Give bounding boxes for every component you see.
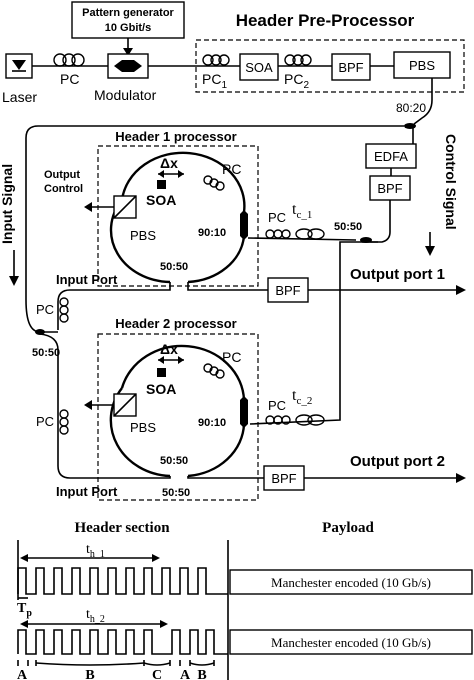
svg-text:PC: PC xyxy=(222,349,241,365)
header1-pbs: PBS xyxy=(113,195,156,243)
header2-dashed-box xyxy=(97,333,259,501)
svg-text:PC: PC xyxy=(268,210,286,225)
svg-text:BPF: BPF xyxy=(275,283,300,298)
control-ratio-50-50: 50:50 xyxy=(334,221,362,233)
input-signal-label: Input Signal xyxy=(0,164,15,244)
mark-b-1: B xyxy=(85,668,94,680)
header1-pc: PC xyxy=(203,161,241,191)
output-port-2-label: Output port 2 xyxy=(350,453,445,470)
header2-delta-x: Δx xyxy=(160,341,178,357)
header2-ratio-50-50: 50:50 xyxy=(162,487,190,499)
svg-text:Pattern generator: Pattern generator xyxy=(82,7,174,19)
ratio-80-20: 80:20 xyxy=(396,101,426,115)
header1-soa-chip xyxy=(157,180,166,189)
coupler-80-20 xyxy=(404,123,416,129)
header-section-label: Header section xyxy=(74,520,170,536)
header1-ratio-50-50: 50:50 xyxy=(160,261,188,273)
header2-pc: PC xyxy=(203,349,241,379)
svg-text:th_1: th_1 xyxy=(86,542,105,560)
svg-text:th_2: th_2 xyxy=(86,607,105,625)
header-preprocessor-title: Header Pre-Processor xyxy=(236,11,415,30)
payload-label: Payload xyxy=(322,520,374,536)
laser: Laser xyxy=(2,53,37,105)
header1-processor-title: Header 1 processor xyxy=(115,129,236,144)
control-signal-label: Control Signal xyxy=(443,134,459,230)
svg-text:PC: PC xyxy=(60,71,79,87)
input-port-1-label: Input Port xyxy=(56,272,118,287)
bpf-control: BPF xyxy=(369,175,411,201)
bpf-output2: BPF xyxy=(263,465,305,491)
svg-text:PC: PC xyxy=(36,414,54,429)
bpf-output1: BPF xyxy=(267,277,309,303)
input-ratio-50-50: 50:50 xyxy=(32,347,60,359)
header1-pc-tc: PC tc_1 xyxy=(265,201,325,240)
payload-box-2 xyxy=(229,629,473,655)
left-pc-lower: PC xyxy=(36,409,69,435)
pattern-generator: Pattern generator 10 Gbit/s xyxy=(71,1,185,39)
svg-text:Laser: Laser xyxy=(2,89,37,105)
pc2: PC2 xyxy=(284,54,312,91)
svg-text:BPF: BPF xyxy=(377,181,402,196)
svg-text:tc_2: tc_2 xyxy=(292,387,312,407)
svg-text:PBS: PBS xyxy=(409,58,435,73)
header1-ratio-90-10: 90:10 xyxy=(198,227,226,239)
header2-pbs: PBS xyxy=(113,393,156,435)
svg-text:PBS: PBS xyxy=(130,228,156,243)
header2-processor-title: Header 2 processor xyxy=(115,316,236,331)
header2-ratio-90-10: 90:10 xyxy=(198,417,226,429)
input-port-2-label: Input Port xyxy=(56,484,118,499)
svg-text:PC2: PC2 xyxy=(284,71,309,91)
mark-b-2: B xyxy=(197,668,206,680)
svg-text:BPF: BPF xyxy=(271,471,296,486)
mark-c: C xyxy=(152,668,162,680)
segment-brackets xyxy=(17,660,215,666)
svg-text:BPF: BPF xyxy=(338,60,363,75)
pbs-preprocessor: PBS xyxy=(393,51,451,79)
edfa: EDFA xyxy=(365,143,417,169)
svg-text:PC: PC xyxy=(36,302,54,317)
svg-text:SOA: SOA xyxy=(245,60,273,75)
svg-text:Modulator: Modulator xyxy=(94,87,157,103)
output-control-label: Output xyxy=(44,169,80,181)
pc1: PC1 xyxy=(202,54,230,91)
mark-a-2: A xyxy=(180,668,191,680)
svg-text:PBS: PBS xyxy=(130,420,156,435)
svg-text:PC: PC xyxy=(268,398,286,413)
svg-text:EDFA: EDFA xyxy=(374,149,408,164)
svg-text:PC1: PC1 xyxy=(202,71,227,91)
payload-box-1 xyxy=(229,569,473,595)
modulator: Modulator xyxy=(94,53,157,103)
svg-text:Manchester encoded (10 Gb/s): Manchester encoded (10 Gb/s) xyxy=(271,575,431,590)
header1-dashed-box xyxy=(97,145,259,287)
pc-polarization-controller-top: PC xyxy=(53,53,85,87)
svg-text:10 Gbit/s: 10 Gbit/s xyxy=(105,22,151,34)
bpf-preprocessor: BPF xyxy=(331,53,371,81)
output-control-label-2: Control xyxy=(44,183,83,195)
header2-pc-tc: PC tc_2 xyxy=(265,387,325,426)
soa-preprocessor: SOA xyxy=(239,53,279,81)
header1-soa-label: SOA xyxy=(146,192,176,208)
header1-delta-x: Δx xyxy=(160,155,178,171)
svg-text:Tp: Tp xyxy=(17,601,32,619)
coupler-control-50-50 xyxy=(360,237,372,243)
header2-soa-chip xyxy=(157,368,166,377)
left-pc-upper: PC xyxy=(36,297,69,323)
header2-ratio-50-50-inner: 50:50 xyxy=(160,455,188,467)
svg-text:Manchester encoded (10 Gb/s): Manchester encoded (10 Gb/s) xyxy=(271,635,431,650)
mark-a-1: A xyxy=(17,668,28,680)
header2-soa-label: SOA xyxy=(146,381,176,397)
svg-text:PC: PC xyxy=(222,161,241,177)
output-port-1-label: Output port 1 xyxy=(350,266,445,283)
pulse-train-2 xyxy=(17,629,228,655)
svg-text:tc_1: tc_1 xyxy=(292,201,312,221)
pulse-train-1 xyxy=(17,567,228,595)
